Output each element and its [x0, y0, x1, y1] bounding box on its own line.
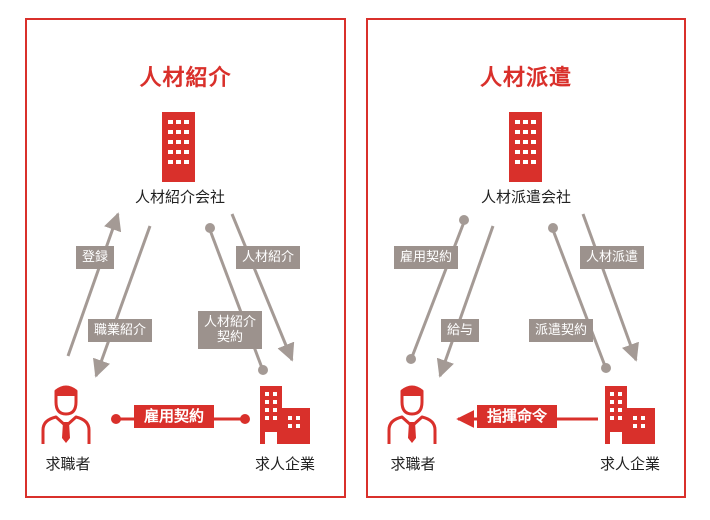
dispatch-label: 人材派遣 — [580, 246, 645, 269]
command-badge: 指揮命令 — [477, 405, 558, 428]
contract-line-dot-bottom — [258, 365, 268, 375]
company-building-icon — [605, 386, 655, 444]
employment-contract-badge: 雇用契約 — [134, 405, 215, 428]
right-panel-frame: 人材派遣 — [366, 18, 686, 498]
company-label: 求人企業 — [599, 455, 660, 473]
contract-label: 人材紹介 契約 — [198, 311, 263, 349]
talent-intro-arrow — [230, 213, 295, 362]
employment-dot-left — [111, 414, 121, 424]
job-intro-label: 職業紹介 — [88, 319, 153, 342]
salary-label: 給与 — [441, 319, 480, 342]
company-building-icon — [260, 386, 310, 444]
salary-arrow — [436, 225, 495, 378]
dispatch-arrow — [581, 213, 639, 362]
register-arrow — [66, 212, 122, 357]
dispatch-contract-dot-bottom — [601, 363, 611, 373]
left-panel-title: 人材紹介 — [139, 66, 232, 91]
employment-contract-line — [410, 221, 466, 358]
company-label: 求人企業 — [254, 455, 315, 473]
businessperson-icon — [387, 385, 437, 444]
office-building-icon — [509, 112, 542, 182]
dispatch-contract-label: 派遣契約 — [529, 319, 594, 342]
office-building-icon — [162, 112, 195, 182]
dispatch-contract-dot-top — [548, 223, 558, 233]
talent-intro-label: 人材紹介 — [236, 246, 301, 269]
job-intro-arrow — [93, 225, 152, 378]
dispatch-contract-line — [551, 229, 607, 367]
register-label: 登録 — [76, 246, 115, 269]
seeker-label: 求職者 — [390, 455, 436, 473]
employment-dot-right — [240, 414, 250, 424]
employment-contract-dot-top — [459, 215, 469, 225]
right-panel-title: 人材派遣 — [479, 66, 572, 91]
left-panel-frame: 人材紹介 — [25, 18, 346, 498]
businessperson-icon — [41, 385, 91, 444]
employment-contract-dot-bottom — [406, 354, 416, 364]
contract-line-dot-top — [205, 223, 215, 233]
agency-label: 人材紹介会社 — [134, 188, 225, 206]
seeker-label: 求職者 — [45, 455, 91, 473]
employment-contract-label: 雇用契約 — [394, 246, 459, 269]
agency-label: 人材派遣会社 — [480, 188, 571, 206]
